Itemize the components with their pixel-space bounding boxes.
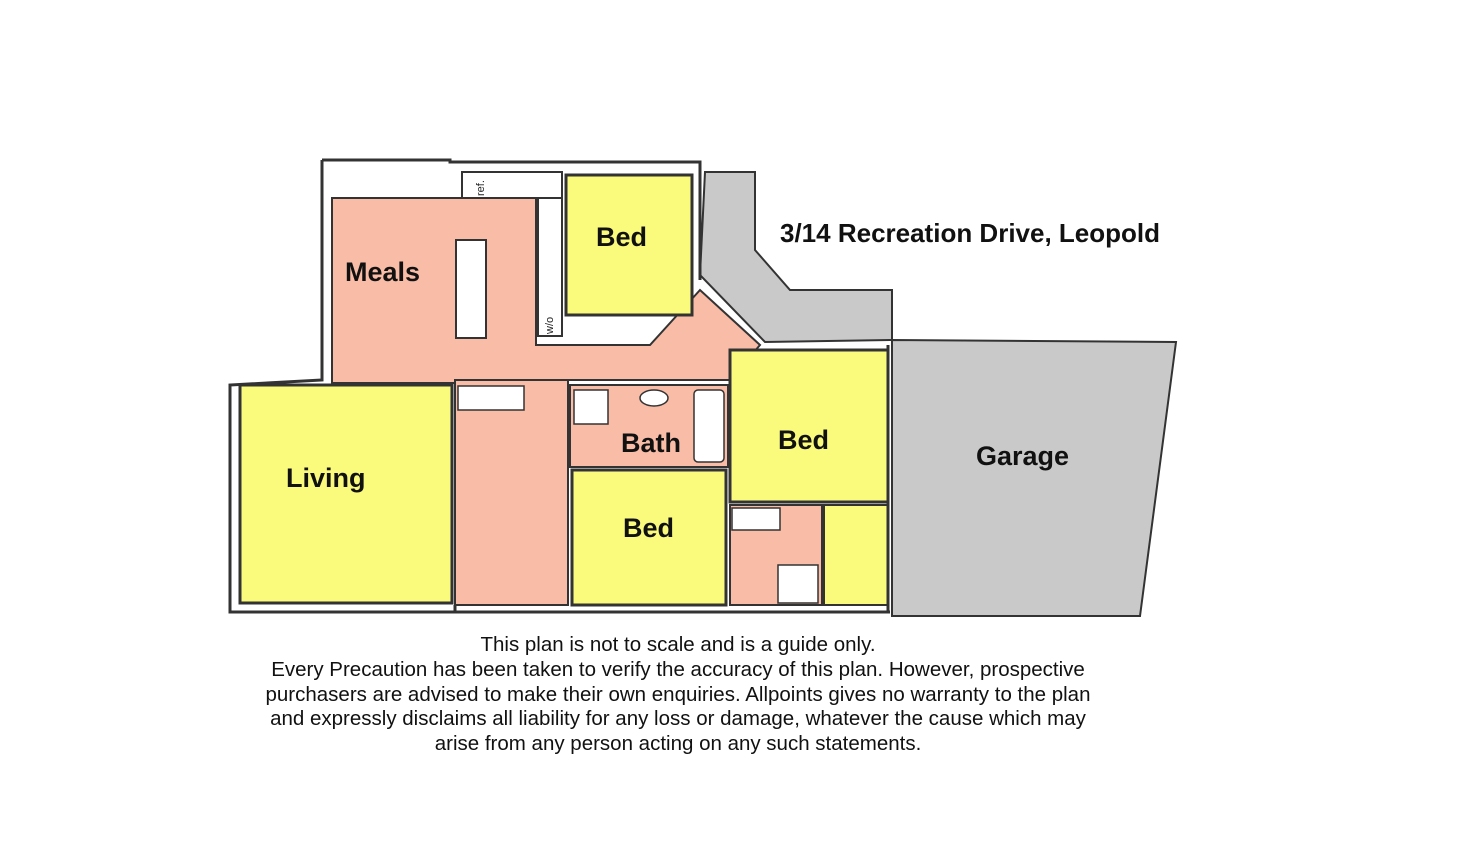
living-label: Living bbox=[286, 463, 366, 493]
disclaimer-line: purchasers are advised to make their own… bbox=[265, 682, 1091, 706]
kitchen-bench bbox=[461, 171, 563, 199]
property-address: 3/14 Recreation Drive, Leopold bbox=[780, 218, 1161, 248]
shower-bath bbox=[573, 389, 609, 425]
bed-2-label: Bed bbox=[778, 425, 829, 455]
disclaimer-line: Every Precaution has been taken to verif… bbox=[271, 657, 1085, 681]
laundry-bench bbox=[457, 385, 525, 411]
kitchen-island bbox=[455, 239, 487, 339]
bed-3-label: Bed bbox=[623, 513, 674, 543]
bathtub bbox=[693, 389, 725, 463]
bath-label: Bath bbox=[621, 428, 681, 458]
living-room bbox=[238, 383, 454, 605]
kitchen-side-bench bbox=[537, 197, 563, 337]
robe-area bbox=[823, 504, 889, 606]
ensuite-shower bbox=[777, 564, 819, 604]
wardrobe-label: w/o bbox=[544, 317, 556, 335]
bed-3-room bbox=[570, 468, 728, 607]
fridge-label: ref. bbox=[475, 180, 487, 196]
disclaimer-line: and expressly disclaims all liability fo… bbox=[270, 707, 1086, 731]
ensuite-basin bbox=[731, 507, 781, 531]
meals-label: Meals bbox=[345, 257, 420, 287]
disclaimer-line: arise from any person acting on any such… bbox=[434, 732, 922, 756]
disclaimer: This plan is not to scale and is a guide… bbox=[220, 633, 1136, 757]
disclaimer-line: This plan is not to scale and is a guide… bbox=[480, 633, 876, 656]
bed-1-room bbox=[564, 173, 694, 317]
bath-basin bbox=[639, 389, 669, 407]
bed-2-room bbox=[728, 348, 890, 504]
garage-floor bbox=[891, 338, 1178, 617]
garage-label: Garage bbox=[976, 441, 1069, 471]
hallway bbox=[454, 379, 569, 606]
porch-corridor bbox=[698, 171, 893, 344]
bed-1-label: Bed bbox=[596, 222, 647, 252]
outer-walls bbox=[228, 158, 890, 614]
